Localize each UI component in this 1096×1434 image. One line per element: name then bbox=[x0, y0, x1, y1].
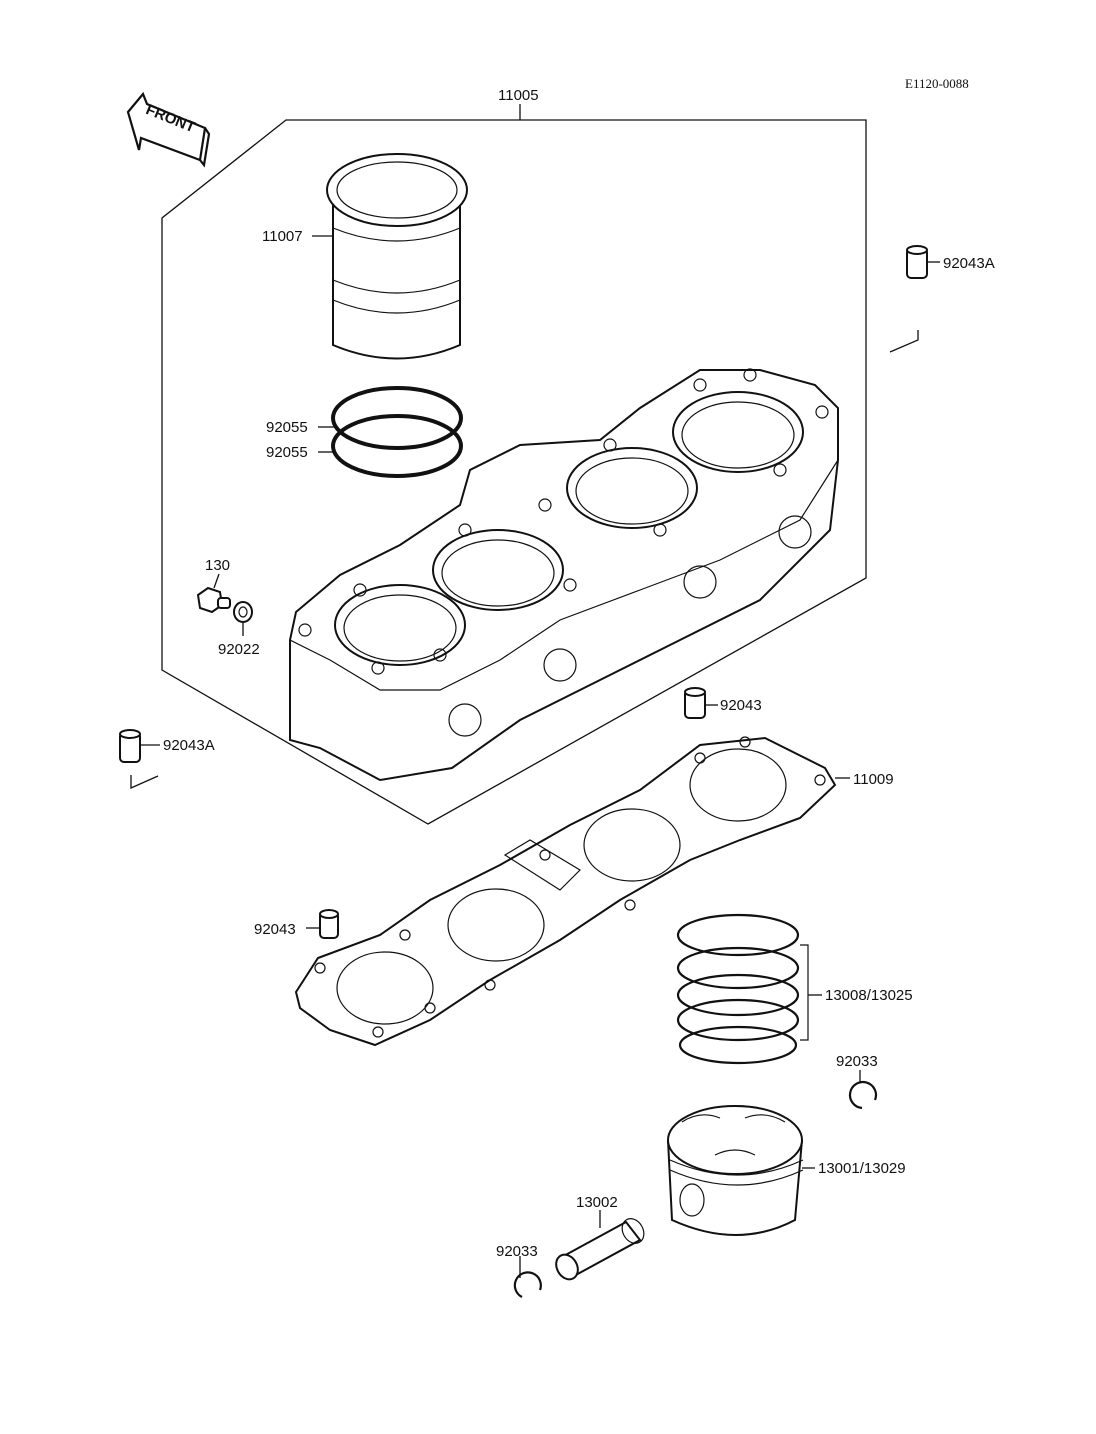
dowel-gasket bbox=[319, 909, 339, 939]
oil-bolt bbox=[196, 586, 231, 614]
dowel-mid bbox=[684, 687, 706, 719]
washer bbox=[233, 601, 253, 623]
label-92055-bottom: 92055 bbox=[266, 444, 308, 461]
label-92022: 92022 bbox=[218, 641, 260, 658]
label-11007: 11007 bbox=[262, 228, 303, 245]
label-92033-left: 92033 bbox=[496, 1243, 538, 1260]
o-rings bbox=[331, 386, 463, 478]
label-92043a-left: 92043A bbox=[163, 737, 215, 754]
label-13002: 13002 bbox=[576, 1194, 618, 1211]
label-13001-13029: 13001/13029 bbox=[818, 1160, 906, 1177]
label-13008-13025: 13008/13025 bbox=[825, 987, 913, 1004]
label-11009: 11009 bbox=[853, 771, 894, 788]
piston bbox=[667, 1105, 804, 1236]
label-92043-gasket: 92043 bbox=[254, 921, 296, 938]
head-gasket bbox=[294, 736, 837, 1047]
label-11005: 11005 bbox=[498, 87, 539, 104]
dowel-right bbox=[906, 245, 928, 279]
label-130: 130 bbox=[205, 557, 230, 574]
dowel-left bbox=[119, 729, 141, 763]
label-92033-right: 92033 bbox=[836, 1053, 878, 1070]
assembly-bracket bbox=[161, 104, 867, 825]
drawing-code: E1120-0088 bbox=[905, 76, 969, 91]
circlip-right bbox=[848, 1080, 878, 1110]
piston-pin bbox=[555, 1218, 645, 1281]
label-92043a-right: 92043A bbox=[943, 255, 995, 272]
front-label: FRONT bbox=[143, 101, 197, 136]
circlip-left bbox=[513, 1271, 542, 1298]
piston-rings bbox=[676, 913, 809, 1065]
cylinder-block bbox=[289, 368, 839, 782]
cylinder-liner bbox=[326, 153, 468, 360]
label-92043-mid: 92043 bbox=[720, 697, 762, 714]
front-arrow-icon: FRONT bbox=[126, 91, 211, 168]
label-92055-top: 92055 bbox=[266, 419, 308, 436]
